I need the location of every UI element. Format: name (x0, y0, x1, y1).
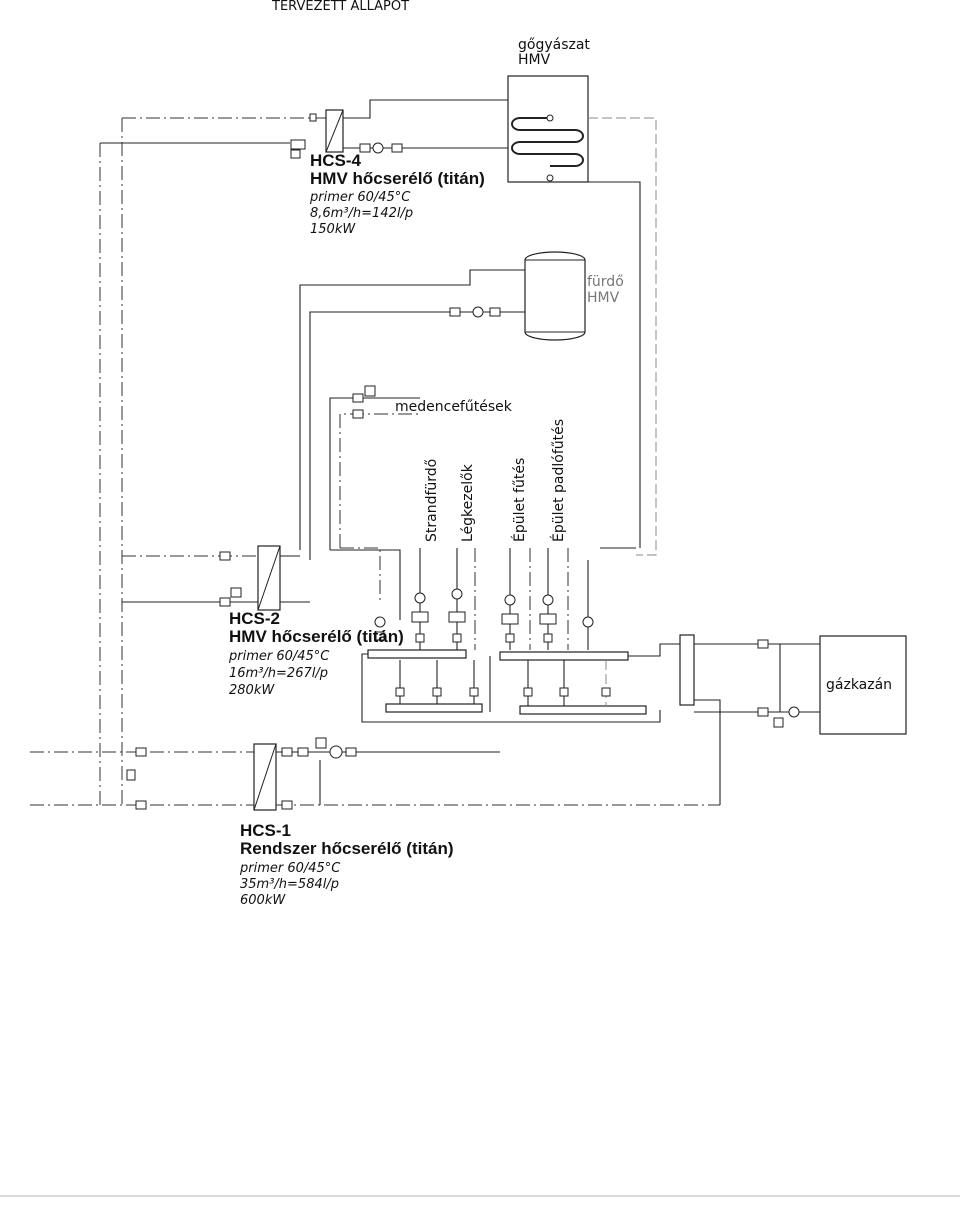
furdo-supply (299, 269, 525, 550)
supply-header-2 (499, 651, 629, 661)
medence-supply (329, 397, 420, 550)
pump (472, 306, 484, 318)
gogyaszat-hmv-label: HMV (518, 52, 551, 68)
motor-valve (315, 737, 327, 749)
hcs4-to-gogyaszat (343, 99, 508, 119)
valve (219, 551, 231, 561)
valve (352, 409, 364, 419)
furdo-return (309, 311, 525, 560)
branch-strand (330, 549, 401, 620)
hcs2-name: HCS-2 (229, 609, 281, 628)
gogyaszat-return (588, 181, 641, 548)
gogyaszat-cw-line (588, 117, 657, 556)
hcs4-spec-temp: primer 60/45°C (310, 190, 411, 205)
pump (372, 142, 384, 154)
valve (309, 113, 317, 122)
gogyaszat-label: gőgyászat (518, 37, 590, 53)
gazkazan-box (819, 635, 907, 735)
strandfurdo-label: Strandfürdő (424, 458, 440, 542)
hcs2-spec-flow: 16m³/h=267l/p (229, 666, 328, 681)
furdo-tank (524, 251, 586, 341)
boiler-plate-exchanger (679, 634, 695, 706)
hcs4-spec-power: 150kW (310, 222, 356, 237)
hcs1-name: HCS-1 (240, 821, 292, 840)
valve (219, 597, 231, 607)
motor-valve (290, 149, 301, 159)
hcs1-desc: Rendszer hőcserélő (titán) (240, 839, 454, 858)
valve (391, 143, 403, 153)
return-header-2 (519, 705, 647, 715)
valve (290, 139, 306, 150)
hcs4-desc: HMV hőcserélő (titán) (310, 169, 485, 188)
hcs2-desc: HMV hőcserélő (titán) (229, 627, 404, 646)
motor-valve (364, 385, 376, 397)
hcs4-name: HCS-4 (310, 151, 362, 170)
hcs4-spec-flow: 8,6m³/h=142l/p (310, 206, 414, 221)
hcs2-spec-power: 280kW (229, 683, 275, 698)
hcs1-spec-temp: primer 60/45°C (240, 861, 341, 876)
page-title: TERVEZETT ÁLLAPOT (272, 0, 410, 14)
valve (449, 307, 461, 317)
valve (489, 307, 501, 317)
legkezelok-label: Légkezelők (460, 464, 476, 542)
epulet-padlofutes-label: Épület padlófűtés (551, 418, 567, 542)
hcs1-spec-power: 600kW (240, 893, 286, 908)
furdo-hmv-label: HMV (587, 290, 620, 306)
furdo-label: fürdő (587, 274, 624, 290)
hcs1-spec-flow: 35m³/h=584l/p (240, 877, 339, 892)
valve (359, 143, 371, 153)
gazkazan-label: gázkazán (826, 677, 893, 693)
valve (352, 393, 364, 403)
epulet-futes-label: Épület fűtés (512, 457, 528, 542)
header-loop (361, 653, 661, 723)
medence-return (339, 413, 420, 548)
hcs2-spec-temp: primer 60/45°C (229, 649, 330, 664)
tank-coil (511, 117, 584, 167)
return-header-1 (385, 703, 483, 713)
supply-header-1 (367, 649, 467, 659)
medencefutesek-label: medencefűtések (395, 399, 512, 415)
motor-valve (773, 717, 784, 728)
motor-valve (230, 587, 242, 598)
